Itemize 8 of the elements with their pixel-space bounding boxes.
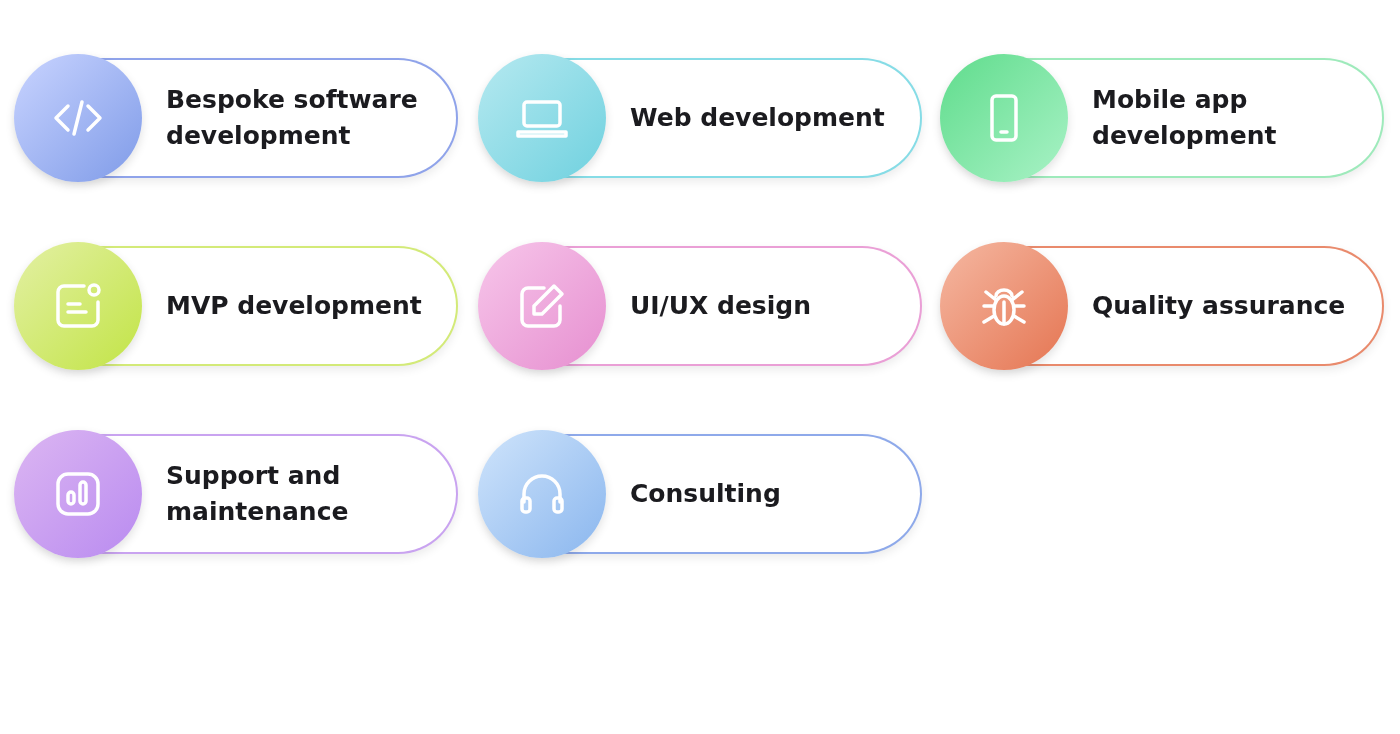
service-label: Consulting — [630, 478, 782, 510]
service-label: Support and maintenance — [166, 460, 350, 528]
service-label: UI/UX design — [630, 290, 812, 322]
service-label: Quality assurance — [1092, 290, 1347, 322]
service-label: MVP development — [166, 290, 423, 322]
service-label: Web development — [630, 102, 886, 134]
service-label: Mobile app development — [1092, 84, 1278, 152]
service-label: Bespoke software development — [166, 84, 419, 152]
